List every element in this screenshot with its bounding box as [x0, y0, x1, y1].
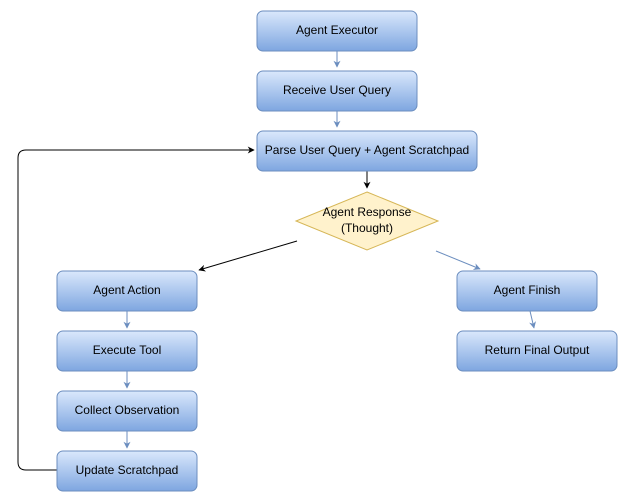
- node-execute-tool[interactable]: Execute Tool: [56, 330, 198, 372]
- node-agent-response-label: Agent Response: [323, 205, 412, 219]
- node-update-scratchpad-label: Update Scratchpad: [76, 463, 179, 477]
- node-collect-observation[interactable]: Collect Observation: [56, 390, 198, 432]
- node-agent-response-sublabel: (Thought): [341, 221, 393, 235]
- edge-update-loop-to-parse: [17, 146, 255, 471]
- node-return-final-output-label: Return Final Output: [485, 343, 590, 357]
- node-agent-finish[interactable]: Agent Finish: [456, 270, 598, 312]
- node-return-final-output[interactable]: Return Final Output: [456, 330, 618, 372]
- edge-response-to-finish: [435, 250, 481, 270]
- edge-finish-to-return: [529, 310, 536, 329]
- node-collect-observation-label: Collect Observation: [75, 403, 180, 417]
- node-parse-user-query[interactable]: Parse User Query + Agent Scratchpad: [256, 130, 478, 172]
- node-parse-user-query-label: Parse User Query + Agent Scratchpad: [265, 143, 469, 157]
- node-agent-action[interactable]: Agent Action: [56, 270, 198, 312]
- node-update-scratchpad[interactable]: Update Scratchpad: [56, 450, 198, 492]
- node-agent-executor-label: Agent Executor: [296, 23, 378, 37]
- node-agent-action-label: Agent Action: [93, 283, 160, 297]
- node-agent-executor[interactable]: Agent Executor: [256, 10, 418, 52]
- node-agent-finish-label: Agent Finish: [494, 283, 561, 297]
- node-execute-tool-label: Execute Tool: [93, 343, 162, 357]
- node-agent-response-decision[interactable]: Agent Response (Thought): [294, 191, 440, 251]
- edge-response-to-action: [198, 240, 298, 272]
- node-receive-user-query[interactable]: Receive User Query: [256, 70, 418, 112]
- node-receive-user-query-label: Receive User Query: [283, 83, 391, 97]
